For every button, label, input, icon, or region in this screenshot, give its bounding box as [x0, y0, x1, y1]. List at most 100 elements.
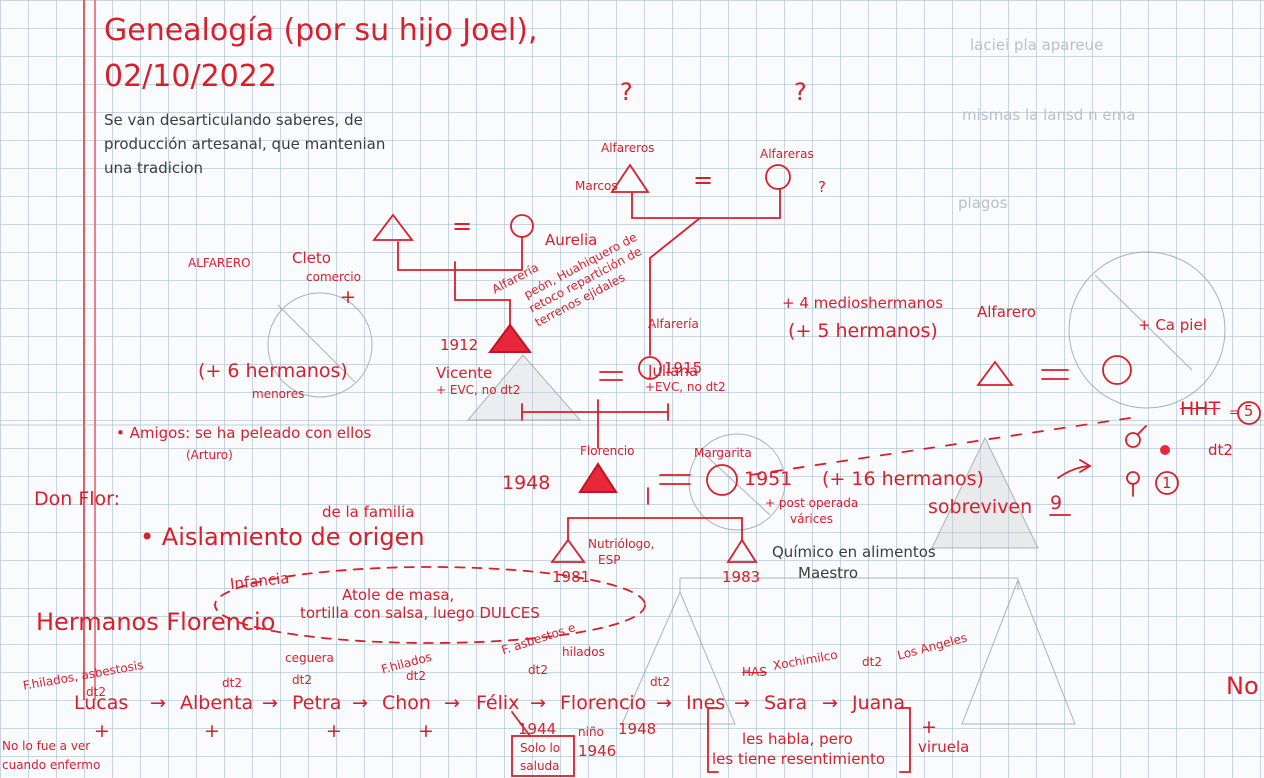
juliana-name: Juliana	[648, 362, 699, 380]
sibling-albenta: Albenta	[180, 692, 254, 714]
siblings-heading: Hermanos Florencio	[36, 608, 276, 636]
survivors-label: sobreviven	[928, 496, 1033, 518]
cleto-siblings: (+ 6 hermanos)	[198, 360, 348, 382]
juliana-year: 1915	[664, 359, 703, 377]
childhood-food: tortilla con salsa, luego DULCES	[300, 604, 540, 622]
deceased-mark: +	[921, 716, 937, 738]
bleed-through-text: laciei pla apareue	[970, 36, 1104, 54]
lucas-note: dt2	[86, 685, 106, 699]
margarita-siblings: (+ 16 hermanos)	[822, 468, 984, 490]
arrow: →	[262, 692, 278, 714]
sibling-florencio: Florencio	[560, 692, 647, 714]
sibling-chon: Chon	[382, 692, 431, 714]
cleto-trade: comercio	[306, 270, 361, 284]
arrow: →	[734, 692, 750, 714]
lucas-remark: cuando enfermo	[2, 758, 101, 772]
female-count: 1	[1162, 474, 1172, 492]
sibling-juana: Juana	[852, 692, 905, 714]
survivors-count: 9	[1050, 492, 1063, 514]
don-flor-insert: de la familia	[322, 503, 415, 521]
bleed-through-text: plagos	[958, 194, 1008, 212]
friends-name: (Arturo)	[186, 448, 233, 462]
sibling-ines: Ines	[686, 692, 726, 714]
sibling-sara: Sara	[764, 692, 808, 714]
ines-sara-remark: les habla, pero	[742, 730, 853, 748]
friends-note: • Amigos: se ha peleado con ellos	[116, 424, 372, 442]
albenta-note: dt2	[222, 676, 242, 690]
sibling-felix: Félix	[476, 692, 520, 714]
margarita-cause: + post operada	[765, 496, 859, 510]
unknown-mark: ?	[620, 78, 633, 106]
ines-crossed-note: HAS	[742, 665, 767, 679]
cleto-deceased: +	[340, 286, 356, 308]
male-count-value: 5	[1243, 402, 1254, 420]
unknown-mark: ?	[818, 178, 826, 196]
intro-note-line: una tradicion	[104, 159, 204, 177]
cleto-siblings-note: menores	[252, 387, 305, 401]
arrow: →	[530, 692, 546, 714]
deceased-mark: +	[326, 720, 342, 742]
ines-sara-remark: les tiene resentimiento	[712, 750, 885, 768]
tally-marks: HHT	[1180, 398, 1221, 420]
felix-remark: Solo lo	[520, 741, 561, 755]
ninio-label: niño	[578, 725, 604, 739]
vicente-year: 1912	[440, 336, 479, 354]
chon-note: dt2	[406, 669, 426, 683]
margarita-cause: várices	[790, 512, 833, 526]
couple-equal: =	[693, 166, 714, 194]
petra-note: dt2	[292, 673, 312, 687]
arrow: →	[352, 692, 368, 714]
sibling-petra: Petra	[292, 692, 342, 714]
intro-note-line: producción artesanal, que mantenian	[104, 135, 386, 153]
in-laws-mother-note: + Ca piel	[1138, 316, 1207, 334]
juliana-cause: +EVC, no dt2	[645, 380, 726, 394]
childhood-food: Atole de masa,	[342, 586, 455, 604]
in-laws-occupation: Alfarero	[977, 303, 1036, 321]
petra-note: ceguera	[285, 651, 334, 665]
marcos-wife-occupation: Alfareras	[760, 147, 814, 161]
bleed-through-text: mismas la lansd n ema	[962, 106, 1136, 124]
arrow: →	[656, 692, 672, 714]
felix-remark: saluda	[520, 759, 560, 773]
page-title: Genealogía (por su hijo Joel),	[104, 13, 538, 48]
couple-equal: =	[452, 212, 473, 240]
deceased-mark: +	[94, 720, 110, 742]
juana-remark: viruela	[918, 738, 970, 756]
intro-note-line: Se van desarticulando saberes, de	[104, 111, 363, 129]
vicente-cause: + EVC, no dt2	[436, 383, 521, 397]
sibling-lucas: Lucas	[74, 692, 129, 714]
juliana-siblings: (+ 5 hermanos)	[788, 320, 938, 342]
arrow: →	[150, 692, 166, 714]
don-flor-title: Don Flor:	[34, 488, 121, 510]
son2-job: Químico en alimentos	[772, 543, 936, 561]
cleto-occupation: ALFARERO	[188, 256, 251, 270]
half-siblings: + 4 medioshermanos	[782, 294, 944, 312]
arrow: →	[444, 692, 460, 714]
son1-job: ESP	[598, 553, 621, 567]
deceased-mark: +	[418, 720, 434, 742]
male-count: = 5	[1229, 402, 1254, 420]
deceased-mark: +	[204, 720, 220, 742]
felix-note: dt2	[528, 663, 548, 677]
marcos-occupation: Alfareros	[601, 141, 655, 155]
sara-note: dt2	[862, 655, 882, 669]
vicente-name: Vicente	[436, 364, 493, 382]
juliana-occupation: Alfarería	[648, 317, 699, 331]
felix-year: 1944	[518, 720, 557, 738]
florencio-year: 1948	[502, 472, 551, 494]
arrow: →	[822, 692, 838, 714]
florencio-birth-year: 1948	[618, 720, 657, 738]
florencio-note: dt2	[650, 675, 670, 689]
margarita-year: 1951	[744, 468, 793, 490]
margin-fragment: No	[1226, 672, 1259, 700]
florencio-name: Florencio	[580, 444, 635, 458]
ninio-year: 1946	[578, 742, 617, 760]
cleto-name: Cleto	[292, 249, 331, 267]
don-flor-item: • Aislamiento de origen	[140, 523, 425, 551]
son1-year: 1981	[552, 568, 591, 586]
son2-role: Maestro	[798, 564, 859, 582]
aurelia-name: Aurelia	[545, 231, 598, 249]
felix-note: hilados	[562, 645, 605, 659]
